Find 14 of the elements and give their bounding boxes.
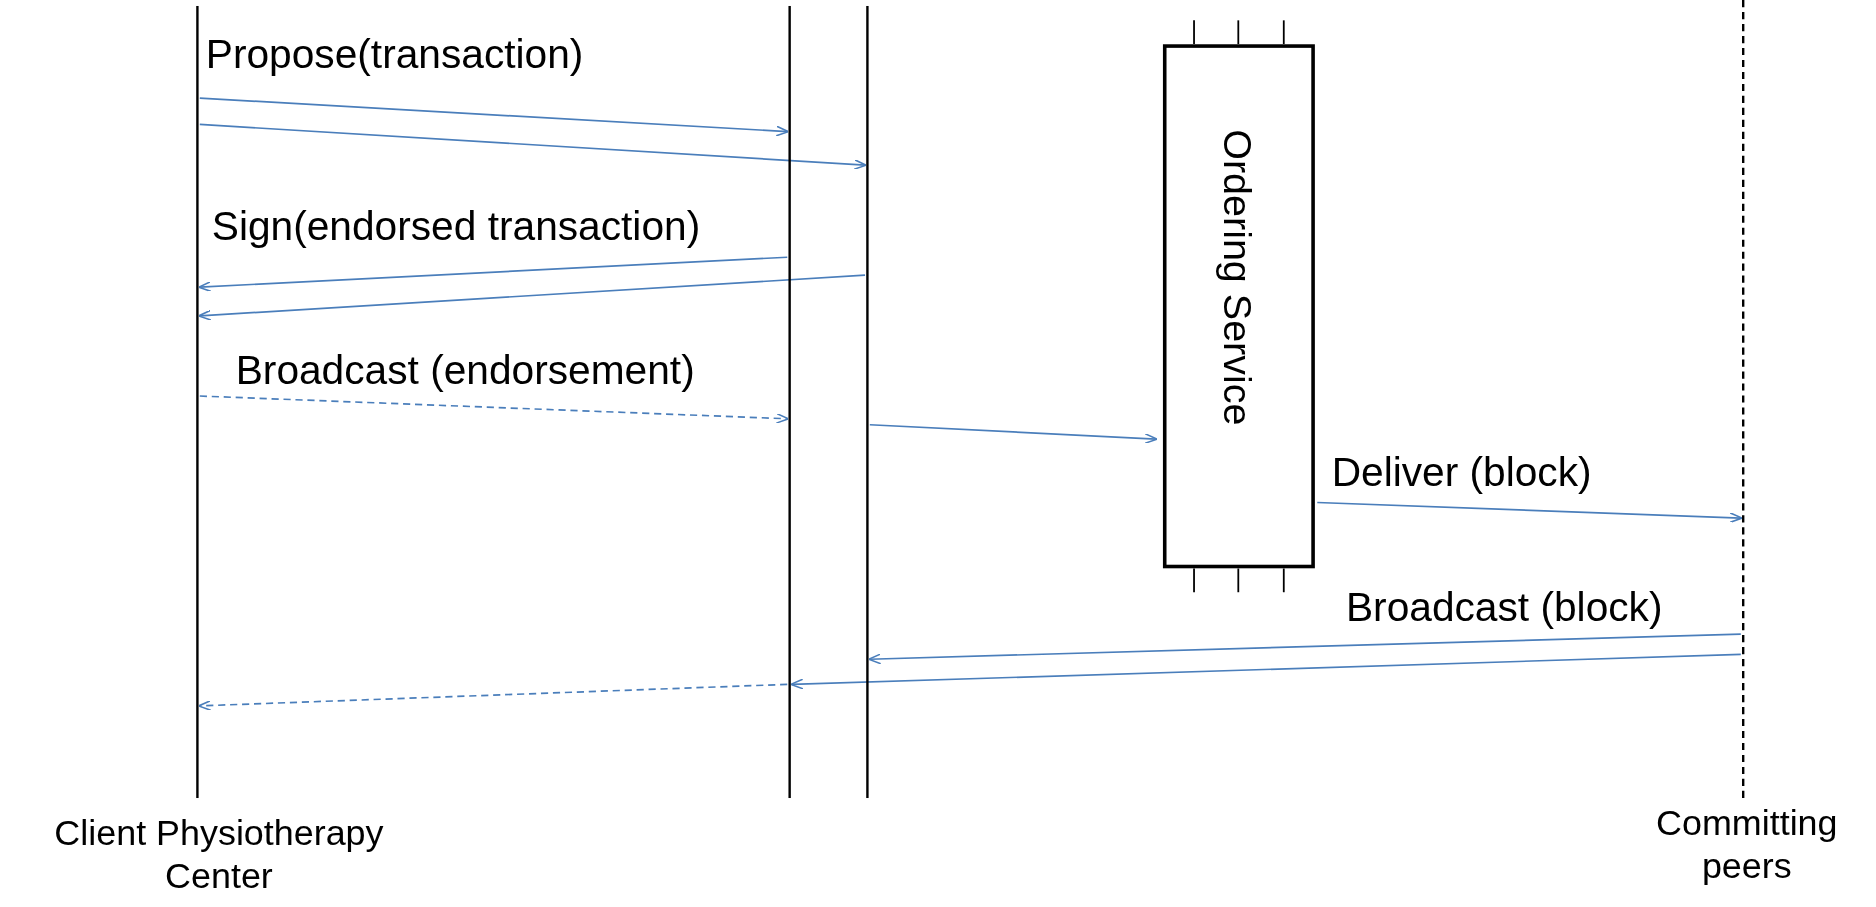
process-box: [1162, 44, 1315, 569]
box-label: Ordering Service: [1214, 129, 1260, 426]
arrow: [198, 395, 790, 424]
arrow: [198, 123, 867, 170]
arrow: [197, 274, 866, 321]
arrow: [868, 423, 1158, 445]
arrow: [197, 683, 789, 712]
arrow: [1316, 501, 1743, 524]
arrow: [867, 633, 1742, 665]
arrow: [790, 653, 1742, 690]
lifeline-label: Client Physiotherapy Center: [53, 811, 385, 897]
arrow: [197, 256, 789, 293]
arrow: [198, 97, 790, 137]
lifeline-label: Committing peers: [1655, 801, 1839, 888]
